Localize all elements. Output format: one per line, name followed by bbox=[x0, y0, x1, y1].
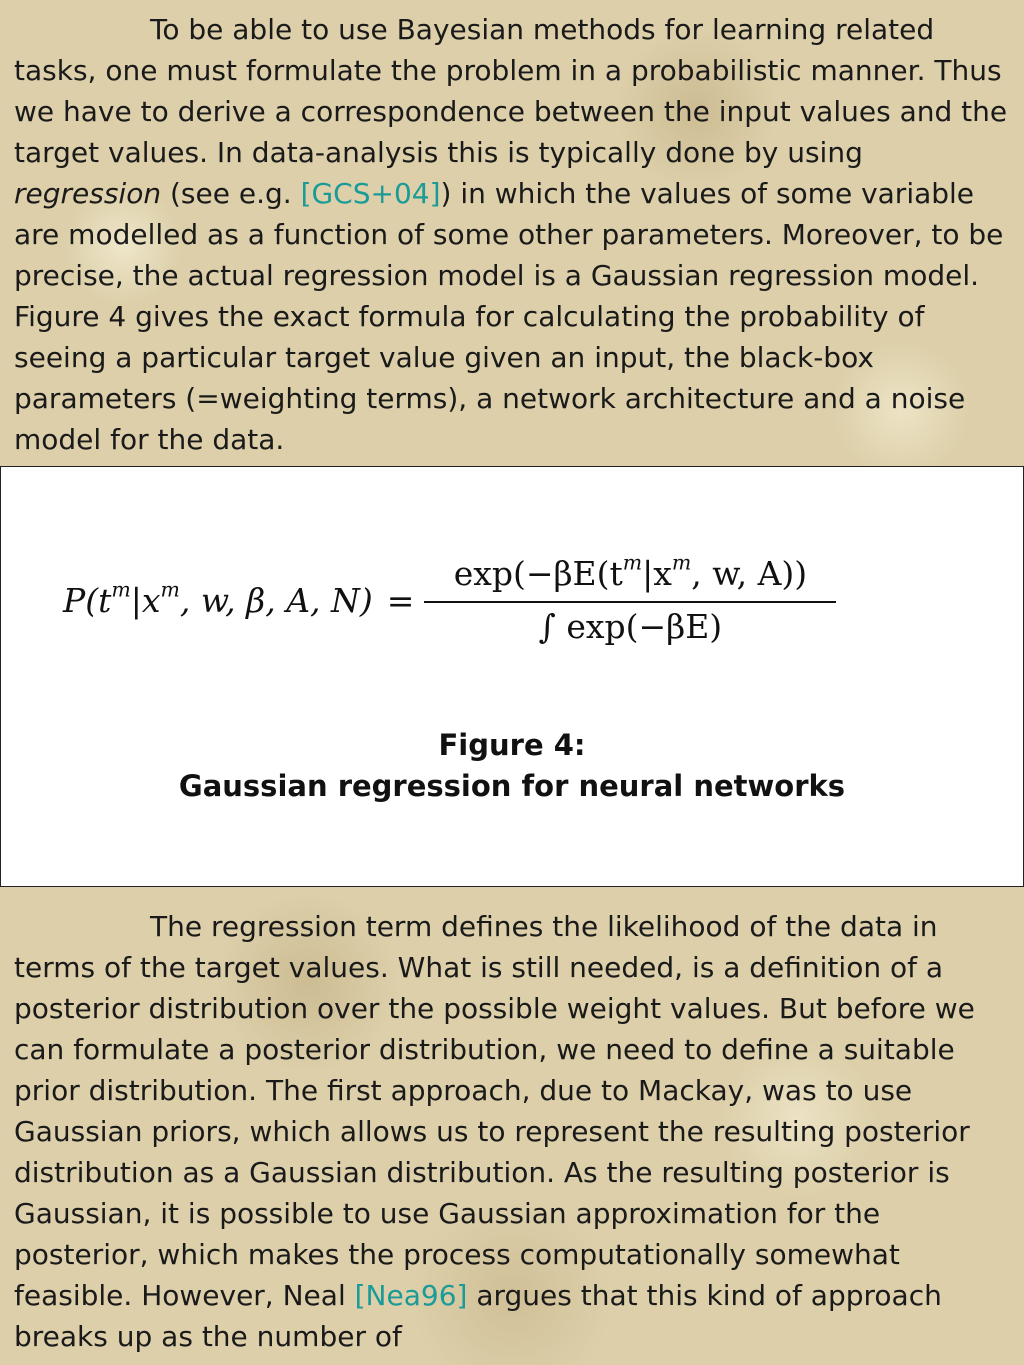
formula-numerator-sup2: m bbox=[671, 550, 692, 575]
figure-caption-label: Figure 4: bbox=[438, 728, 586, 762]
formula-numerator-b: |x bbox=[642, 554, 672, 593]
paragraph-text: To be able to use Bayesian methods for l… bbox=[14, 13, 1008, 169]
figure-caption-title: Gaussian regression for neural networks bbox=[178, 769, 846, 803]
formula-lhs-mid: |x bbox=[130, 580, 161, 620]
formula-numerator-a: exp(−βE(t bbox=[453, 554, 623, 593]
paragraph-text: The regression term defines the likeliho… bbox=[14, 910, 975, 1312]
term-regression: regression bbox=[14, 177, 162, 210]
formula-numerator-sup: m bbox=[622, 550, 643, 575]
paragraph-posterior-distribution: The regression term defines the likeliho… bbox=[14, 906, 1010, 1357]
paragraph-bayesian-intro: To be able to use Bayesian methods for l… bbox=[14, 9, 1010, 460]
formula-lhs: P(tm|xm, w, β, A, N) bbox=[63, 579, 373, 620]
paragraph-text: ) in which the values of some variable a… bbox=[14, 177, 1004, 456]
figure-4: P(tm|xm, w, β, A, N) = exp(−βE(tm|xm, w,… bbox=[0, 466, 1024, 887]
formula-lhs-prefix: P(t bbox=[63, 580, 112, 620]
formula-equals: = bbox=[386, 580, 415, 620]
citation-link-nea96[interactable]: [Nea96] bbox=[354, 1279, 468, 1312]
formula-numerator: exp(−βE(tm|xm, w, A)) bbox=[448, 550, 813, 601]
formula-numerator-c: , w, A)) bbox=[691, 554, 808, 593]
figure-caption: Figure 4: Gaussian regression for neural… bbox=[1, 725, 1023, 807]
formula-lhs-sup2: m bbox=[160, 577, 180, 602]
formula-lhs-sup: m bbox=[111, 577, 131, 602]
formula-denominator: ∫ exp(−βE) bbox=[538, 607, 723, 646]
paragraph-text: argues that this kind of approach breaks… bbox=[14, 1279, 942, 1353]
formula-fraction: exp(−βE(tm|xm, w, A)) ∫ exp(−βE) bbox=[424, 550, 837, 646]
citation-link-gcs04[interactable]: [GCS+04] bbox=[300, 177, 441, 210]
gaussian-regression-formula: P(tm|xm, w, β, A, N) = exp(−βE(tm|xm, w,… bbox=[63, 545, 837, 655]
formula-lhs-params: , w, β, A, N) bbox=[179, 580, 373, 620]
paragraph-text: (see e.g. bbox=[161, 177, 301, 210]
fraction-bar bbox=[424, 601, 837, 603]
